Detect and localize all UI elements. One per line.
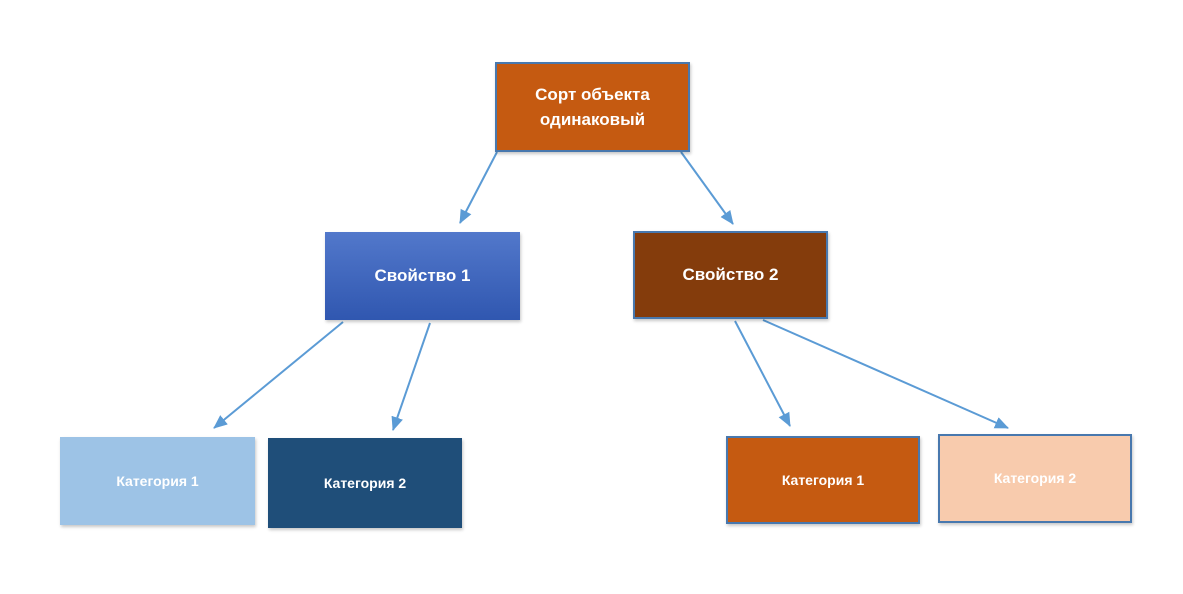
node-root-label: Сорт объекта одинаковый bbox=[535, 84, 650, 130]
edge-property-1-to-category-1-left bbox=[213, 321, 344, 429]
node-property-1-label: Свойство 1 bbox=[374, 266, 471, 286]
node-category-1-right-label: Категория 1 bbox=[781, 471, 865, 488]
edge-property-2-to-category-2-right bbox=[762, 319, 1009, 429]
edge-property-2-to-category-1-right bbox=[734, 320, 791, 427]
node-category-2-right-label: Категория 2 bbox=[993, 470, 1077, 486]
edge-root-to-property-2 bbox=[680, 151, 734, 225]
node-category-1-left: Категория 1 bbox=[60, 437, 255, 525]
node-property-2: Свойство 2 bbox=[633, 231, 828, 319]
node-category-2-right: Категория 2 bbox=[938, 434, 1132, 523]
node-property-2-label: Свойство 2 bbox=[682, 265, 779, 285]
node-category-1-right: Категория 1 bbox=[726, 436, 920, 524]
edge-property-1-to-category-2-left bbox=[391, 322, 431, 431]
node-category-1-left-label: Категория 1 bbox=[116, 472, 199, 489]
node-category-2-left: Категория 2 bbox=[268, 438, 462, 528]
node-property-1: Свойство 1 bbox=[325, 232, 520, 320]
edge-root-to-property-1 bbox=[459, 151, 498, 224]
node-root: Сорт объекта одинаковый bbox=[495, 62, 690, 152]
node-category-2-left-label: Категория 2 bbox=[323, 474, 407, 491]
